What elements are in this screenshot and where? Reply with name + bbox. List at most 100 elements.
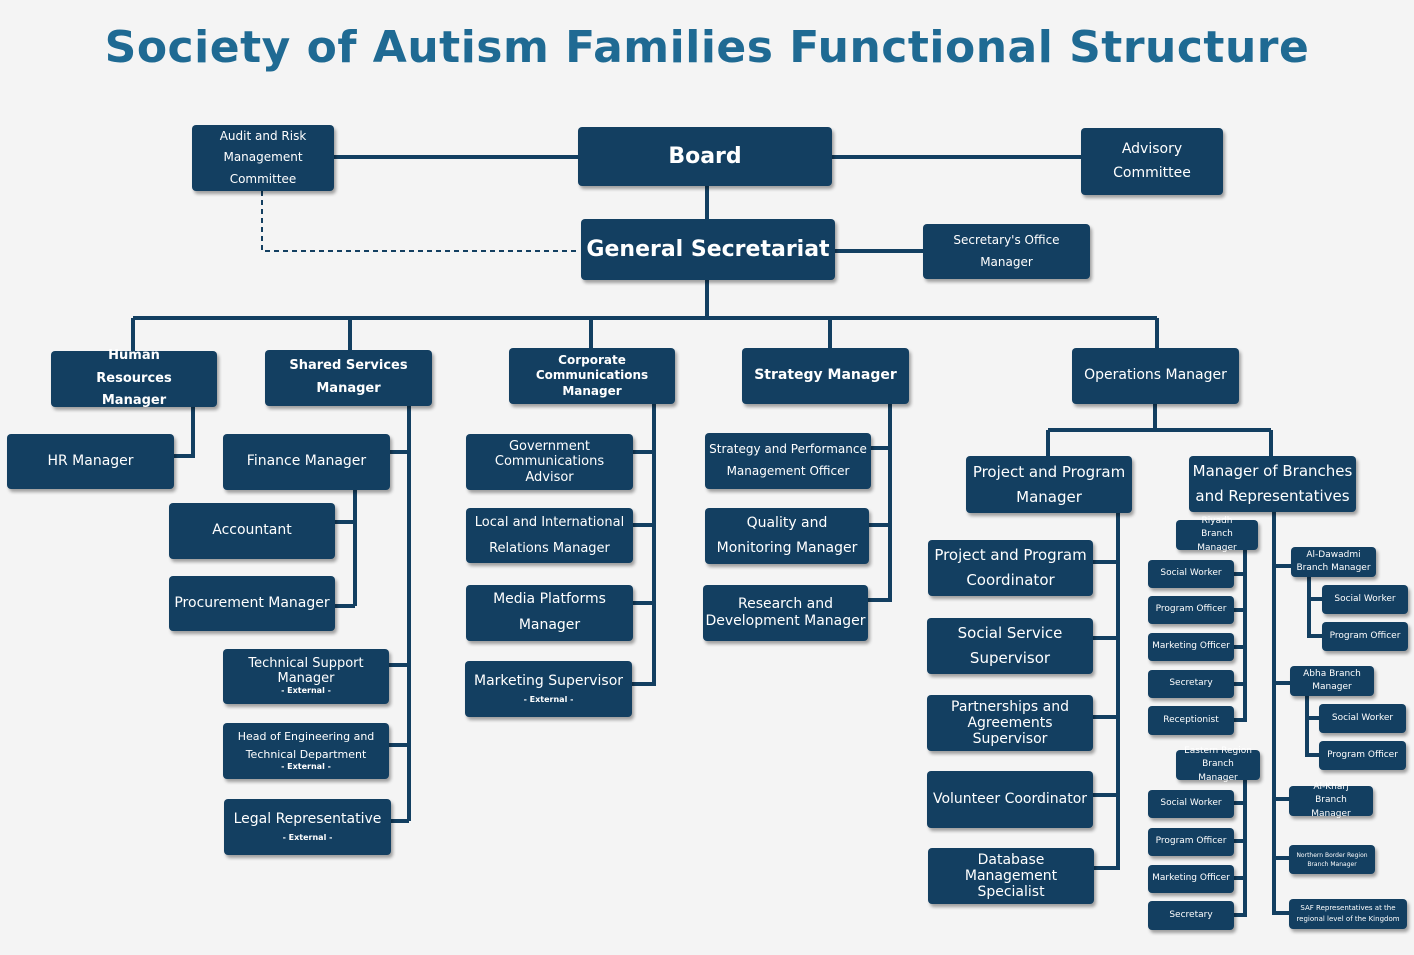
node-tech-support-manager: Technical Support Manager- External - bbox=[223, 649, 389, 704]
node-project-program-manager: Project and Program Manager bbox=[966, 456, 1132, 513]
node-eastern-social-worker-label: Social Worker bbox=[1160, 798, 1222, 809]
node-riyadh-program-officer-label: Program Officer bbox=[1155, 604, 1227, 615]
line-secretariat-bus bbox=[133, 278, 1157, 320]
node-quality-monitoring: Quality and Monitoring Manager bbox=[705, 508, 869, 564]
node-tech-support-manager-label: Technical Support Manager bbox=[248, 656, 364, 686]
node-hr-dept-manager: Human Resources Manager bbox=[51, 348, 217, 408]
node-riyadh-secretary: Secretary bbox=[1148, 670, 1234, 698]
node-dawadmi-program-officer-label: Program Officer bbox=[1329, 630, 1401, 641]
node-local-intl-relations: Local and International Relations Manage… bbox=[466, 508, 633, 563]
node-eastern-program-officer-label: Program Officer bbox=[1155, 836, 1227, 847]
line-project-program bbox=[1091, 512, 1120, 870]
node-finance-manager: Finance Manager bbox=[223, 434, 390, 490]
line-strategy bbox=[866, 402, 892, 602]
line-bus-drops bbox=[131, 318, 1159, 352]
node-eastern-marketing-officer: Marketing Officer bbox=[1148, 865, 1234, 893]
line-dawadmi bbox=[1307, 577, 1322, 638]
line-finance-sub bbox=[333, 488, 357, 608]
node-strategy-manager: Strategy Manager bbox=[742, 348, 909, 404]
node-eastern-program-officer: Program Officer bbox=[1148, 828, 1234, 856]
node-legal-representative-label: Legal Representative bbox=[233, 810, 382, 827]
node-partnerships-supervisor-label: Partnerships and Agreements Supervisor bbox=[951, 698, 1069, 748]
node-hr-manager: HR Manager bbox=[7, 434, 174, 489]
node-corporate-comm-manager: Corporate Communications Manager bbox=[509, 348, 675, 404]
node-eastern-marketing-officer-label: Marketing Officer bbox=[1152, 873, 1230, 884]
node-database-specialist-label: Database Management Specialist bbox=[964, 851, 1058, 901]
line-branches-main bbox=[1272, 511, 1291, 915]
node-branches-manager: Manager of Branches and Representatives bbox=[1189, 456, 1356, 512]
line-riyadh bbox=[1233, 521, 1257, 722]
node-secretary-office-manager-label: Secretary's Office Manager bbox=[953, 232, 1060, 269]
node-general-secretariat-label: General Secretariat bbox=[586, 236, 830, 262]
node-abha-branch: Abha Branch Manager bbox=[1290, 666, 1374, 696]
node-legal-representative: Legal Representative- External - bbox=[224, 799, 391, 855]
node-riyadh-receptionist: Receptionist bbox=[1148, 706, 1234, 735]
node-social-service-supervisor: Social Service Supervisor bbox=[927, 618, 1093, 674]
node-head-engineering-external: - External - bbox=[281, 762, 331, 772]
node-corporate-comm-manager-label: Corporate Communications Manager bbox=[535, 352, 649, 398]
node-volunteer-coordinator-label: Volunteer Coordinator bbox=[932, 790, 1088, 807]
node-marketing-supervisor-label: Marketing Supervisor bbox=[473, 673, 624, 690]
node-marketing-supervisor-external: - External - bbox=[523, 694, 574, 704]
node-northern-branch: Northern Border Region Branch Manager bbox=[1289, 845, 1375, 874]
node-dawadmi-program-officer: Program Officer bbox=[1322, 622, 1408, 651]
node-project-program-coordinator-label: Project and Program Coordinator bbox=[934, 546, 1087, 589]
node-tech-support-external: - External - bbox=[281, 685, 331, 695]
node-shared-services-manager-label: Shared Services Manager bbox=[289, 358, 408, 396]
node-eastern-secretary-label: Secretary bbox=[1169, 909, 1213, 920]
node-riyadh-receptionist-label: Receptionist bbox=[1163, 714, 1219, 725]
line-eastern bbox=[1233, 764, 1257, 917]
node-abha-program-officer-label: Program Officer bbox=[1327, 749, 1398, 760]
node-riyadh-program-officer: Program Officer bbox=[1148, 596, 1234, 624]
node-research-development-label: Research and Development Manager bbox=[705, 596, 866, 629]
line-audit-dotted bbox=[261, 191, 580, 252]
node-strategy-manager-label: Strategy Manager bbox=[754, 367, 897, 384]
node-procurement-manager: Procurement Manager bbox=[169, 576, 335, 631]
node-social-service-supervisor-label: Social Service Supervisor bbox=[957, 624, 1063, 667]
node-riyadh-branch: Riyadh Branch Manager bbox=[1176, 516, 1258, 553]
node-procurement-manager-label: Procurement Manager bbox=[174, 594, 330, 611]
node-general-secretariat: General Secretariat bbox=[581, 219, 835, 280]
node-abha-program-officer: Program Officer bbox=[1319, 741, 1406, 770]
node-audit-committee-label: Audit and Risk Management Committee bbox=[219, 128, 307, 186]
chart-title: Society of Autism Families Functional St… bbox=[104, 22, 1310, 73]
node-strategy-performance-officer-label: Strategy and Performance Management Offi… bbox=[709, 442, 867, 478]
node-northern-branch-label: Northern Border Region Branch Manager bbox=[1296, 851, 1368, 868]
node-research-development: Research and Development Manager bbox=[703, 585, 868, 641]
node-eastern-secretary: Secretary bbox=[1148, 901, 1234, 930]
node-partnerships-supervisor: Partnerships and Agreements Supervisor bbox=[927, 695, 1093, 751]
node-media-platforms: Media Platforms Manager bbox=[466, 585, 633, 641]
node-riyadh-marketing-officer-label: Marketing Officer bbox=[1152, 641, 1230, 652]
node-local-intl-relations-label: Local and International Relations Manage… bbox=[474, 515, 625, 556]
node-strategy-performance-officer: Strategy and Performance Management Offi… bbox=[705, 433, 871, 489]
node-board-label: Board bbox=[668, 143, 742, 169]
node-eastern-branch-label: Eastern Region Branch Manager bbox=[1184, 745, 1252, 783]
node-operations-manager: Operations Manager bbox=[1072, 348, 1239, 404]
node-accountant: Accountant bbox=[169, 503, 335, 559]
node-abha-social-worker-label: Social Worker bbox=[1331, 712, 1394, 723]
node-hr-manager-label: HR Manager bbox=[47, 452, 134, 469]
node-saf-representatives: SAF Representatives at the regional leve… bbox=[1289, 899, 1407, 929]
node-branches-manager-label: Manager of Branches and Representatives bbox=[1192, 462, 1353, 505]
node-hr-dept-manager-label: Human Resources Manager bbox=[96, 347, 172, 409]
node-saf-representatives-label: SAF Representatives at the regional leve… bbox=[1296, 903, 1400, 923]
node-abha-social-worker: Social Worker bbox=[1319, 704, 1406, 733]
node-riyadh-secretary-label: Secretary bbox=[1169, 678, 1213, 689]
node-advisory-committee-label: Advisory Committee bbox=[1113, 140, 1191, 181]
node-project-program-manager-label: Project and Program Manager bbox=[972, 462, 1126, 506]
node-head-engineering: Head of Engineering and Technical Depart… bbox=[223, 723, 389, 779]
line-hr bbox=[172, 404, 195, 458]
node-eastern-social-worker: Social Worker bbox=[1148, 790, 1234, 818]
node-kharj-branch: Al-Kharj Branch Manager bbox=[1289, 782, 1373, 819]
node-gov-comm-advisor: Government Communications Advisor bbox=[466, 434, 633, 490]
node-kharj-branch-label: Al-Kharj Branch Manager bbox=[1311, 781, 1351, 819]
node-dawadmi-social-worker-label: Social Worker bbox=[1334, 593, 1396, 604]
node-riyadh-branch-label: Riyadh Branch Manager bbox=[1197, 515, 1237, 553]
node-project-program-coordinator: Project and Program Coordinator bbox=[928, 540, 1093, 596]
node-head-engineering-label: Head of Engineering and Technical Depart… bbox=[237, 730, 375, 761]
node-dawadmi-branch: Al-Dawadmi Branch Manager bbox=[1291, 547, 1376, 577]
node-secretary-office-manager: Secretary's Office Manager bbox=[923, 224, 1090, 279]
node-gov-comm-advisor-label: Government Communications Advisor bbox=[494, 438, 605, 485]
node-board: Board bbox=[578, 127, 832, 186]
